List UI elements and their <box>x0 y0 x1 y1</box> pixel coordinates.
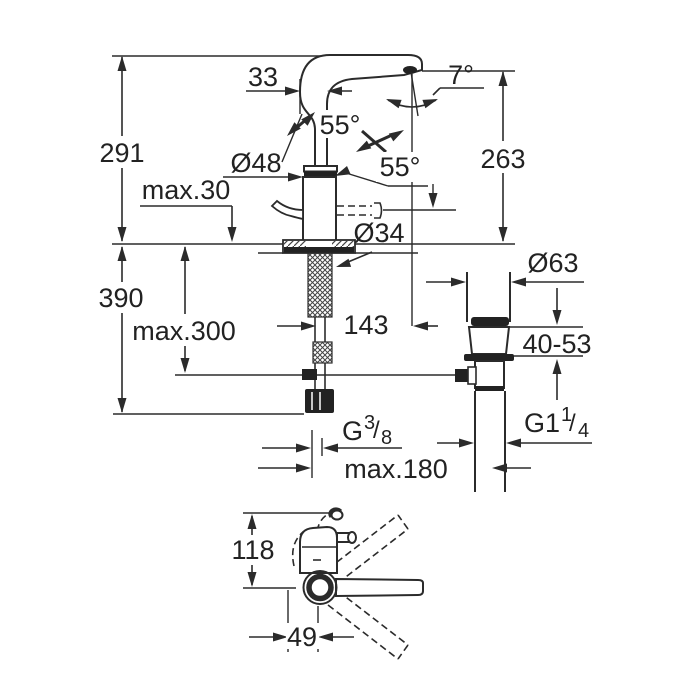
dim-spout-reach: 143 <box>277 310 438 340</box>
dim-handle-swivel-right: 55° <box>335 129 428 187</box>
supply-thread-sup: 3 <box>364 412 375 434</box>
front-view: 291 390 max.30 max.300 <box>97 54 531 484</box>
dim-max-deck-thickness: max.30 <box>140 175 237 242</box>
dim-depth-label: 118 <box>231 535 274 565</box>
reference-lines <box>112 55 515 415</box>
dim-overall-height: 291 <box>99 56 145 242</box>
dim-deck-range-label: 40-53 <box>522 329 591 359</box>
threaded-shank <box>305 252 334 413</box>
dim-depth-to-spout: 118 <box>230 514 276 587</box>
waste-thread-sub: 4 <box>578 420 589 442</box>
waste-thread-base: G1 <box>524 408 560 438</box>
dim-handle-swivel-left: 55° <box>281 110 364 163</box>
dim-spout-tilt: 7° <box>386 60 484 326</box>
dim-handle-offset-label: 49 <box>287 622 317 652</box>
waste-thread-sup: 1 <box>561 404 572 426</box>
lever-handle <box>270 199 304 221</box>
dim-outlet-height: 263 <box>479 71 527 242</box>
faucet-top <box>291 507 424 605</box>
rod-connector <box>455 369 468 382</box>
faucet-front <box>175 54 456 413</box>
waste-flange <box>467 326 511 355</box>
dim-max-hose-label: max.300 <box>132 316 236 346</box>
dim-spout-tilt-label: 7° <box>448 60 474 90</box>
body-top <box>299 525 338 574</box>
dim-deck-range: 40-53 <box>522 288 592 400</box>
dim-hole-diameter-label: Ø34 <box>353 218 404 248</box>
dim-max-hose-depth: max.300 <box>130 246 238 373</box>
dim-swivel-left-label: 55° <box>320 110 361 140</box>
dim-spout-offset-label: 33 <box>248 62 278 92</box>
supply-thread-sub: 8 <box>381 427 392 449</box>
pull-rod <box>175 369 455 380</box>
supply-thread-slash: / <box>373 417 380 444</box>
collar <box>303 165 338 173</box>
supply-thread-base: G <box>342 416 363 446</box>
waste-seal <box>464 354 514 361</box>
spout-tip-top <box>330 509 344 521</box>
reference-lines-top <box>243 512 332 589</box>
handle-swivel-positions <box>327 514 409 660</box>
dim-max-distance: max.180 <box>258 454 531 484</box>
top-view: 118 49 <box>230 507 424 660</box>
dim-flange-diameter: Ø63 <box>426 248 584 287</box>
faucet-body <box>302 176 337 242</box>
dim-spout-offset: 33 <box>246 62 352 114</box>
dim-below-deck-height: 390 <box>97 246 146 413</box>
dim-max-deck-label: max.30 <box>142 175 231 205</box>
waste-thread-slash: / <box>569 410 576 437</box>
dim-max-distance-label: max.180 <box>344 454 448 484</box>
dim-body-diameter: Ø48 <box>223 148 303 182</box>
dim-below-deck-label: 390 <box>98 283 143 313</box>
dim-flange-diameter-label: Ø63 <box>527 248 578 278</box>
pivot-outer-ring <box>302 570 338 605</box>
waste-assembly-view: Ø63 40-53 G1 1 / 4 <box>426 248 592 492</box>
popup-rod-hidden <box>337 184 456 219</box>
dim-outlet-height-label: 263 <box>480 144 525 174</box>
escutcheon <box>282 239 356 254</box>
handle-top <box>335 577 424 598</box>
dim-supply-thread: G 3 / 8 <box>262 412 402 478</box>
aerator <box>403 66 417 74</box>
waste-body <box>455 272 583 492</box>
waste-plug <box>471 317 509 326</box>
dim-overall-height-label: 291 <box>99 138 144 168</box>
dim-hole-diameter: Ø34 <box>336 218 405 267</box>
dim-spout-reach-label: 143 <box>343 310 388 340</box>
pivot-inner-ring <box>306 573 334 602</box>
spout-outline <box>298 54 423 167</box>
dim-handle-offset: 49 <box>249 590 354 652</box>
dim-waste-thread: G1 1 / 4 <box>437 404 592 448</box>
dim-swivel-right-label: 55° <box>380 152 421 182</box>
dim-body-diameter-label: Ø48 <box>230 148 281 178</box>
